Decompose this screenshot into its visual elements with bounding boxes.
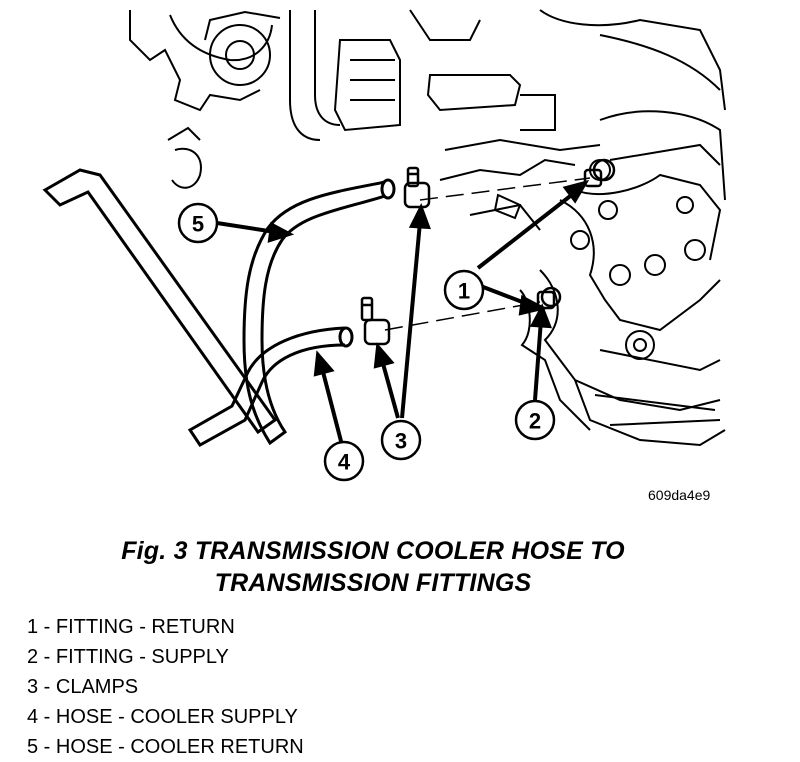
cooler-line-pipe	[42, 168, 278, 435]
transmission-cooler-hose-diagram: 1 2 3 4 5 609da4e9	[42, 9, 726, 503]
legend-item: 1 - FITTING - RETURN	[27, 616, 235, 638]
cooler-supply-hose	[187, 326, 346, 447]
callout-2-circle	[514, 399, 556, 441]
cooler-return-hose	[242, 180, 386, 446]
legend-item: 2 - FITTING - SUPPLY	[27, 646, 229, 668]
callout-1-circle	[443, 269, 485, 311]
figure-code: 609da4e9	[648, 487, 711, 503]
callout-3-circle	[380, 419, 422, 461]
callout-2-label: 2	[529, 409, 541, 434]
figure-caption-line-2: TRANSMISSION FITTINGS	[214, 569, 532, 597]
legend-item: 4 - HOSE - COOLER SUPPLY	[27, 706, 298, 728]
callout-5-label: 5	[192, 212, 204, 237]
figure-caption-line-1: Fig. 3 TRANSMISSION COOLER HOSE TO	[121, 537, 625, 565]
callout-4-circle	[323, 440, 365, 482]
legend-item: 5 - HOSE - COOLER RETURN	[27, 736, 304, 758]
legend-item: 3 - CLAMPS	[27, 676, 139, 698]
leader-arrows	[216, 179, 590, 446]
clamp-upper	[403, 166, 431, 209]
callout-1-label: 1	[458, 279, 470, 304]
callout-5-circle	[177, 202, 219, 244]
fitting-return	[583, 158, 616, 188]
legend-list: 1 - FITTING - RETURN 2 - FITTING - SUPPL…	[27, 612, 304, 762]
clamp-lower	[360, 296, 391, 346]
callout-4-label: 4	[338, 450, 351, 475]
callout-3-label: 3	[395, 429, 407, 454]
